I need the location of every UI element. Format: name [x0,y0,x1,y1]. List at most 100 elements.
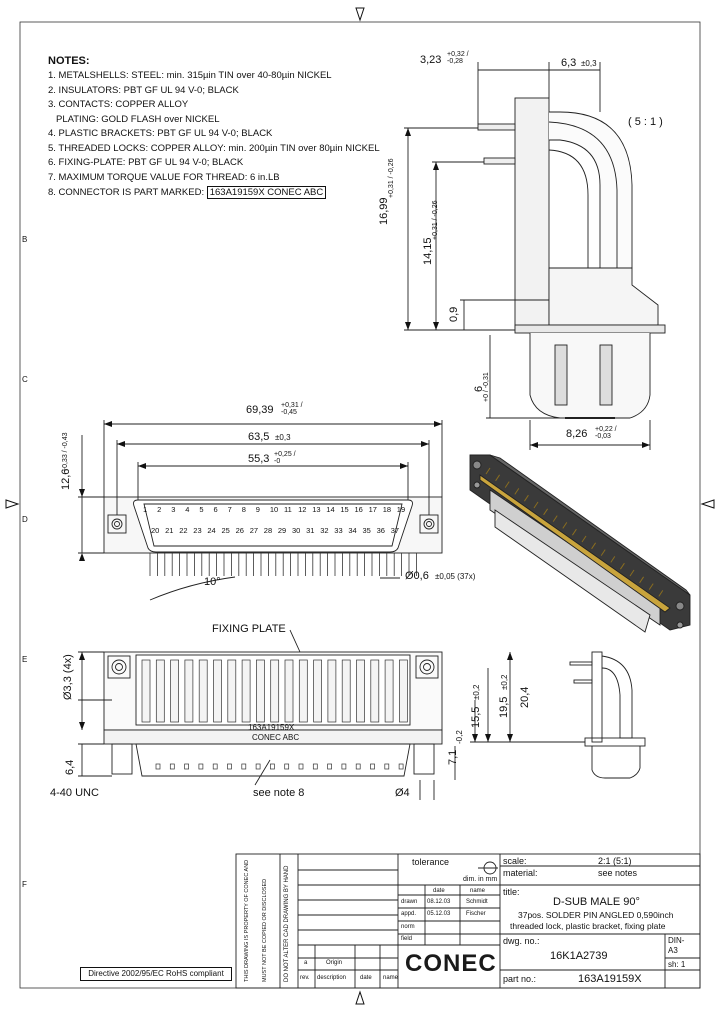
norm-label: norm [401,924,415,930]
note-5: 5. THREADED LOCKS: COPPER ALLOY: min. 20… [48,143,380,154]
dim-plate-h3: 20,4 [519,686,531,708]
iso-contact [552,515,558,522]
plate-pin [170,659,179,723]
front-view-pins-leads [149,553,417,576]
pin-socket [284,763,290,770]
frame-letter-d: D [22,515,28,524]
iso-contact [533,501,539,509]
plate-pin [298,659,308,723]
pin-number-30: 30 [292,526,301,535]
side-view-arrows [405,128,650,448]
dim-7-1-tol: -0,2 [455,730,464,744]
iso-contact [562,522,568,529]
iso-contact [514,488,520,495]
note-3: 3. CONTACTS: COPPER ALLOY [48,99,189,110]
iso-contact [581,535,587,543]
field-label: field [401,936,413,942]
pin-number-22: 22 [179,526,188,535]
pin-number-17: 17 [368,505,377,514]
drawn-label: drawn [401,899,418,905]
pin-number-21: 21 [165,526,174,535]
pin-socket [155,763,161,770]
iso-contact [495,474,501,482]
scale-value: 2:1 (5:1) [598,856,632,866]
desc-header: description [317,975,347,981]
pin-socket [169,763,175,770]
name-header: name [470,888,486,894]
pin-number-5: 5 [199,505,204,514]
vertical-note-3: DO NOT ALTER CAD DRAWING BY HAND [284,865,290,982]
pin-socket [355,763,361,770]
pin-number-12: 12 [298,505,307,514]
note-1: 1. METALSHELLS: STEEL: min. 315µin TIN o… [48,70,332,81]
dim-side-w1: 3,23 [420,54,442,66]
note-8-text: 8. CONNECTOR IS PART MARKED: [48,187,205,198]
thread-label: 4-40 UNC [50,787,99,799]
dim-side-w2-tol: ±0,3 [581,59,597,68]
pin-number-16: 16 [354,505,363,514]
note-2: 2. INSULATORS: PBT GF UL 94 V-0; BLACK [48,85,239,96]
pin-number-8: 8 [241,505,246,514]
approved-name: Fischer [466,911,486,917]
dim-pin-dia: Ø0,6 [405,570,429,582]
bottom-view-pins [141,659,408,770]
pin-number-14: 14 [326,505,335,514]
iso-contact [523,494,529,502]
see-note-label: see note 8 [253,787,305,799]
dim-plate-h2: 19,5 [498,696,510,718]
dim-plate-h2-tol: ±0,2 [500,674,509,690]
front-view-arrows [79,421,442,561]
frame-letter-b: B [22,235,28,244]
dim-pin-dia-tol: ±0,05 (37x) [435,572,476,581]
pin-number-32: 32 [320,526,329,535]
plate-pin [327,659,337,723]
part-marking-box: 163A19159X CONEC ABC [206,186,327,199]
dim-side-w1-tol: +0,32 / -0,28 [447,51,469,65]
front-view [78,420,443,601]
center-mark-top [355,7,365,22]
iso-contact [485,467,491,475]
pin-socket [298,763,304,770]
dim-front-w3: 55,3 [248,453,270,465]
frame-letter-f: F [22,880,27,889]
approved-label: appd. [401,911,417,917]
dim-h1-tol: +0,31 / -0,26 [388,158,395,198]
dim-angle: 10° [204,576,221,588]
dim-6-4: 6,4 [64,759,76,775]
pin-number-9: 9 [255,505,260,514]
pin-number-28: 28 [263,526,273,535]
pin-number-31: 31 [306,526,315,535]
dim-d4: Ø4 [395,787,410,799]
vertical-note-2: MUST NOT BE COPIED OR DISCLOSED [262,878,268,982]
pin-socket [398,763,404,770]
frame-letter-c: C [22,375,28,384]
title-sub-1: 37pos. SOLDER PIN ANGLED 0,590inch [518,910,674,920]
date-header: date [433,888,445,894]
pin-number-18: 18 [382,505,392,514]
pin-number-35: 35 [362,526,371,535]
iso-contact [543,508,549,516]
dim-plate-h1-tol: ±0,2 [472,684,481,700]
side-view [404,62,666,450]
plate-pin [356,659,365,723]
dim-front-h-tol: +0,33 / -0,43 [62,432,69,472]
dim-h1: 16,99 [378,197,390,225]
dim-in-mm-label: dim. in mm [463,876,498,883]
dim-h4-tol: +0 / -0,31 [483,372,490,402]
title-main: D-SUB MALE 90° [553,896,640,908]
iso-contact [639,576,645,584]
pin-socket [198,763,204,770]
marking-line-1: 163A19159X [248,723,295,732]
rohs-label: Directive 2002/95/EC RoHS compliant [80,967,232,981]
note-3-plating: PLATING: GOLD FLASH over NICKEL [56,114,220,125]
note-4: 4. PLASTIC BRACKETS: PBT GF UL 94 V-0; B… [48,128,273,139]
iso-contact [610,556,616,563]
plate-pin [384,659,394,723]
dim-h2-tol: +0,31 / -0,26 [432,200,439,240]
pin-socket [327,763,332,770]
dim-front-w2-tol: ±0,3 [275,433,291,442]
pin-socket [212,763,218,770]
plate-pin [270,659,280,723]
dim-bot-w-tol: +0,22 / -0,03 [595,426,617,440]
